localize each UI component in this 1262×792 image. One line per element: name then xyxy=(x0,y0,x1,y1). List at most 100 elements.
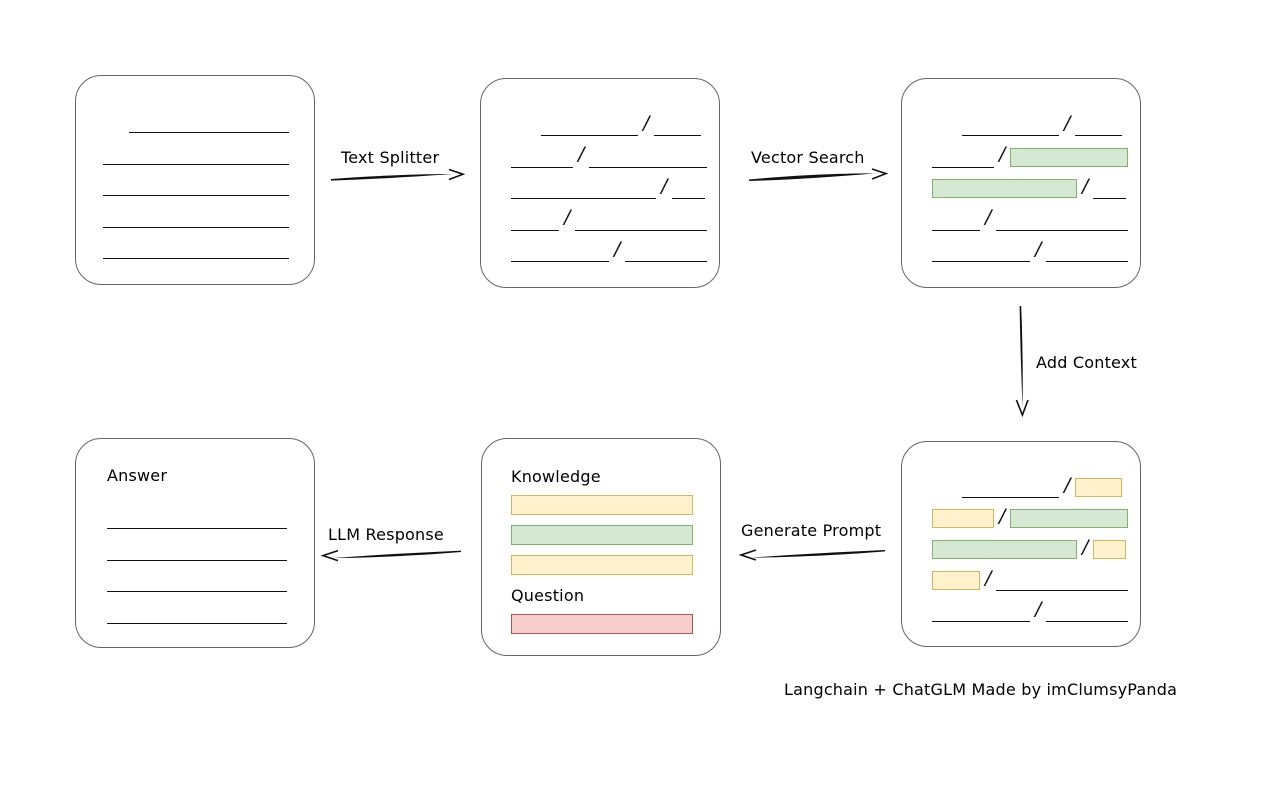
text-line-segment xyxy=(511,209,559,231)
prompt-card[interactable]: Knowledge Question xyxy=(481,438,721,656)
text-line-stroke xyxy=(996,569,1129,591)
document-line xyxy=(103,237,314,259)
text-line-stroke xyxy=(103,237,289,259)
knowledge-bar[interactable] xyxy=(511,525,693,545)
separator-slash: / xyxy=(999,504,1006,527)
document-line xyxy=(107,602,314,624)
separator-slash: / xyxy=(1064,111,1071,134)
text-line-stroke xyxy=(107,602,287,624)
highlighted-chunk[interactable] xyxy=(1010,509,1129,528)
split-document-card[interactable]: ///// xyxy=(480,78,720,288)
text-line-segment xyxy=(103,174,289,196)
highlighted-chunk[interactable] xyxy=(1075,478,1123,497)
document-line: / xyxy=(962,473,1140,498)
text-line-stroke xyxy=(511,146,573,168)
text-line-stroke xyxy=(962,476,1059,498)
split-document-lines: ///// xyxy=(481,79,719,287)
text-line-segment xyxy=(575,209,708,231)
source-document-lines xyxy=(76,76,314,284)
separator-slash: / xyxy=(643,111,650,134)
document-line xyxy=(103,206,314,228)
knowledge-bar[interactable] xyxy=(511,495,693,515)
text-line-stroke xyxy=(625,240,708,262)
text-line-stroke xyxy=(1093,177,1127,199)
text-line-stroke xyxy=(103,143,289,165)
text-line-stroke xyxy=(511,177,656,199)
separator-slash: / xyxy=(564,206,571,228)
arrow-add-context xyxy=(1013,305,1031,418)
document-line: / xyxy=(511,143,719,168)
text-line-stroke xyxy=(511,209,559,231)
vector-matched-document-lines: ///// xyxy=(902,79,1140,287)
document-line xyxy=(107,570,314,592)
text-line-stroke xyxy=(575,209,708,231)
text-line-segment xyxy=(541,114,638,136)
text-line-segment xyxy=(962,476,1059,498)
document-line: / xyxy=(932,145,1140,168)
text-line-stroke xyxy=(107,507,287,529)
arrow-label-text-splitter: Text Splitter xyxy=(341,148,440,167)
text-line-segment xyxy=(511,177,656,199)
text-line-stroke xyxy=(932,600,1030,622)
document-line: / xyxy=(932,504,1140,529)
document-line: / xyxy=(932,599,1140,622)
separator-slash: / xyxy=(1064,473,1071,496)
highlighted-chunk[interactable] xyxy=(932,540,1077,559)
text-line-segment xyxy=(932,240,1030,262)
text-line-segment xyxy=(996,569,1129,591)
document-line xyxy=(107,539,314,561)
document-line xyxy=(107,507,314,529)
text-line-segment xyxy=(107,539,287,561)
text-line-stroke xyxy=(962,114,1059,136)
text-line-segment xyxy=(103,237,289,259)
text-line-stroke xyxy=(672,177,706,199)
text-line-segment xyxy=(654,114,702,136)
text-line-segment xyxy=(1093,177,1127,199)
arrow-label-generate-prompt: Generate Prompt xyxy=(741,521,882,540)
answer-card[interactable]: Answer xyxy=(75,438,315,648)
text-line-stroke xyxy=(107,570,287,592)
highlighted-chunk[interactable] xyxy=(1093,540,1127,559)
context-document-card[interactable]: ///// xyxy=(901,441,1141,647)
highlighted-chunk[interactable] xyxy=(932,509,994,528)
text-line-stroke xyxy=(1046,600,1129,622)
text-line-stroke xyxy=(129,111,289,133)
text-line-segment xyxy=(511,146,573,168)
question-label: Question xyxy=(511,586,585,605)
answer-label: Answer xyxy=(107,466,168,485)
context-document-lines: ///// xyxy=(902,442,1140,646)
text-line-stroke xyxy=(996,209,1129,231)
arrow-label-add-context: Add Context xyxy=(1036,353,1137,372)
text-line-segment xyxy=(625,240,708,262)
document-line xyxy=(103,174,314,196)
document-line xyxy=(103,143,314,165)
document-line: / xyxy=(511,174,719,199)
separator-slash: / xyxy=(578,143,585,165)
document-line xyxy=(129,111,314,133)
knowledge-bar[interactable] xyxy=(511,555,693,575)
text-line-stroke xyxy=(589,146,708,168)
highlighted-chunk[interactable] xyxy=(1010,147,1129,167)
arrow-label-vector-search: Vector Search xyxy=(751,148,865,167)
highlighted-chunk[interactable] xyxy=(932,571,980,590)
arrow-generate-prompt xyxy=(738,548,886,564)
text-line-segment xyxy=(932,146,994,168)
text-line-stroke xyxy=(103,174,289,196)
separator-slash: / xyxy=(661,174,668,197)
text-line-segment xyxy=(589,146,708,168)
text-line-segment xyxy=(932,600,1030,622)
highlighted-chunk[interactable] xyxy=(932,179,1077,198)
question-bar[interactable] xyxy=(511,614,693,634)
text-line-stroke xyxy=(511,240,609,262)
text-line-stroke xyxy=(107,539,287,561)
separator-slash: / xyxy=(985,206,992,228)
arrow-label-llm-response: LLM Response xyxy=(328,525,444,544)
source-document-card[interactable] xyxy=(75,75,315,285)
text-line-segment xyxy=(103,206,289,228)
vector-matched-document-card[interactable]: ///// xyxy=(901,78,1141,288)
text-line-stroke xyxy=(1075,114,1123,136)
text-line-segment xyxy=(962,114,1059,136)
text-line-stroke xyxy=(932,146,994,168)
text-line-stroke xyxy=(654,114,702,136)
